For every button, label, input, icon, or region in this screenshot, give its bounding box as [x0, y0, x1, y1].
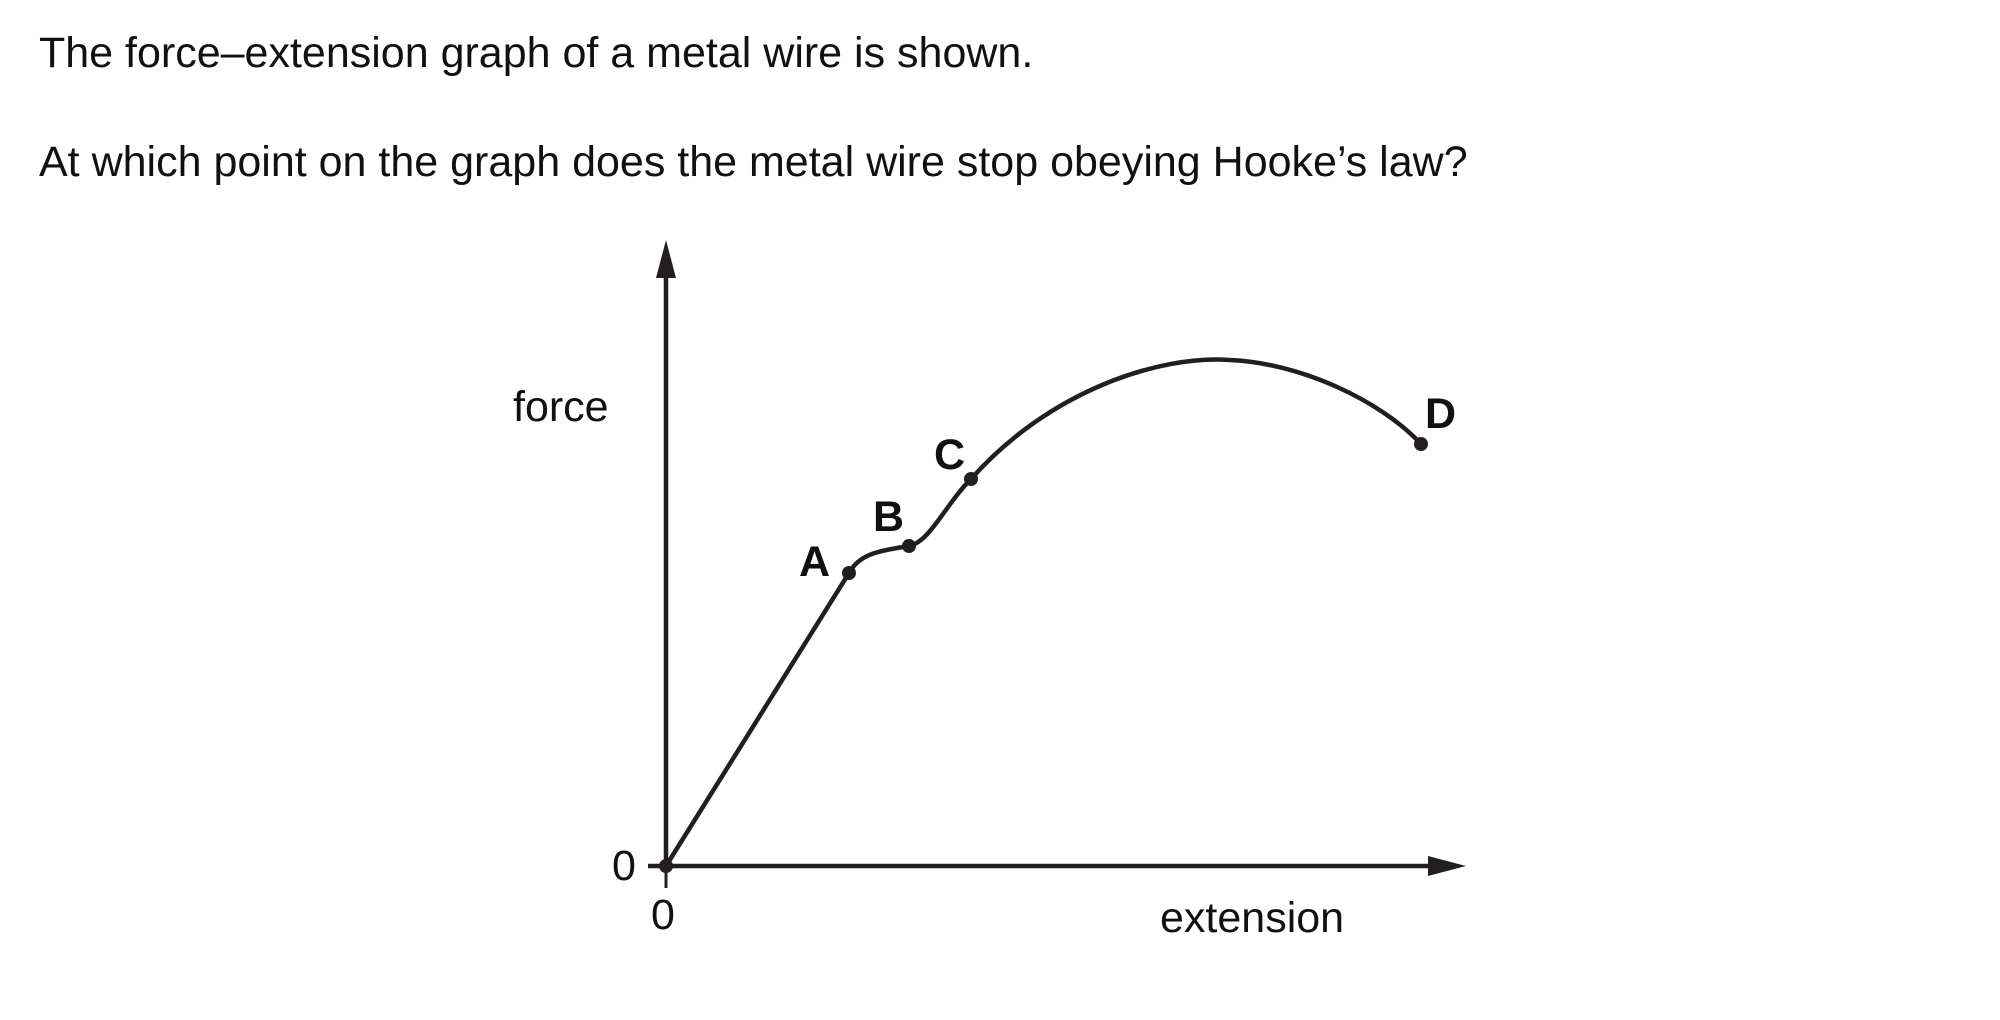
force-extension-curve — [663, 357, 1424, 869]
origin-dot — [659, 859, 673, 873]
question-intro: The force–extension graph of a metal wir… — [39, 29, 1034, 77]
y-axis-label: force — [513, 383, 609, 431]
point-b-dot — [902, 539, 916, 553]
y-axis-arrowhead — [656, 240, 676, 278]
x-axis-arrowhead — [1428, 856, 1466, 876]
point-c-dot — [964, 472, 978, 486]
point-d-label: D — [1425, 390, 1456, 438]
point-c-label: C — [934, 431, 965, 479]
point-a-label: A — [799, 538, 830, 586]
y-origin-label: 0 — [612, 842, 636, 890]
x-origin-label: 0 — [651, 891, 675, 939]
point-a-dot — [842, 566, 856, 580]
point-d-dot — [1414, 437, 1428, 451]
point-b-label: B — [873, 493, 904, 541]
question-prompt: At which point on the graph does the met… — [39, 138, 1468, 186]
x-axis-label: extension — [1160, 894, 1344, 942]
